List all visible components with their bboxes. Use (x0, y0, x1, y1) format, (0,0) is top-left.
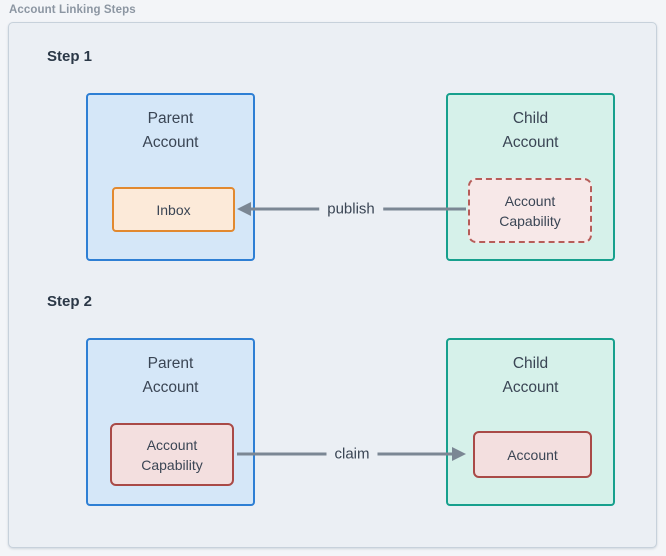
step-2-account-box: Account (473, 431, 592, 478)
publish-arrow-label: publish (319, 200, 383, 218)
step-1-account-capability-box: Account Capability (468, 178, 592, 243)
step-1-parent-account-title: Parent Account (142, 110, 199, 151)
step-2-parent-account-title: Parent Account (142, 355, 199, 396)
step-2-label: Step 2 (47, 293, 93, 310)
claim-arrow-label: claim (326, 445, 378, 463)
step-1-label: Step 1 (47, 48, 93, 65)
step-1-inbox-box: Inbox (112, 187, 235, 232)
step-2-child-account-title: Child Account (502, 355, 559, 396)
step-1-child-account-box: Child Account Account Capability (446, 93, 615, 261)
step-2-child-account-box: Child Account Account (446, 338, 615, 506)
step-1-child-account-title: Child Account (502, 110, 559, 151)
frame-title: Account Linking Steps (9, 4, 136, 16)
step-1-parent-account-box: Parent Account Inbox (86, 93, 255, 261)
step-2-account-capability-box: Account Capability (110, 423, 234, 486)
step-2-parent-account-box: Parent Account Account Capability (86, 338, 255, 506)
